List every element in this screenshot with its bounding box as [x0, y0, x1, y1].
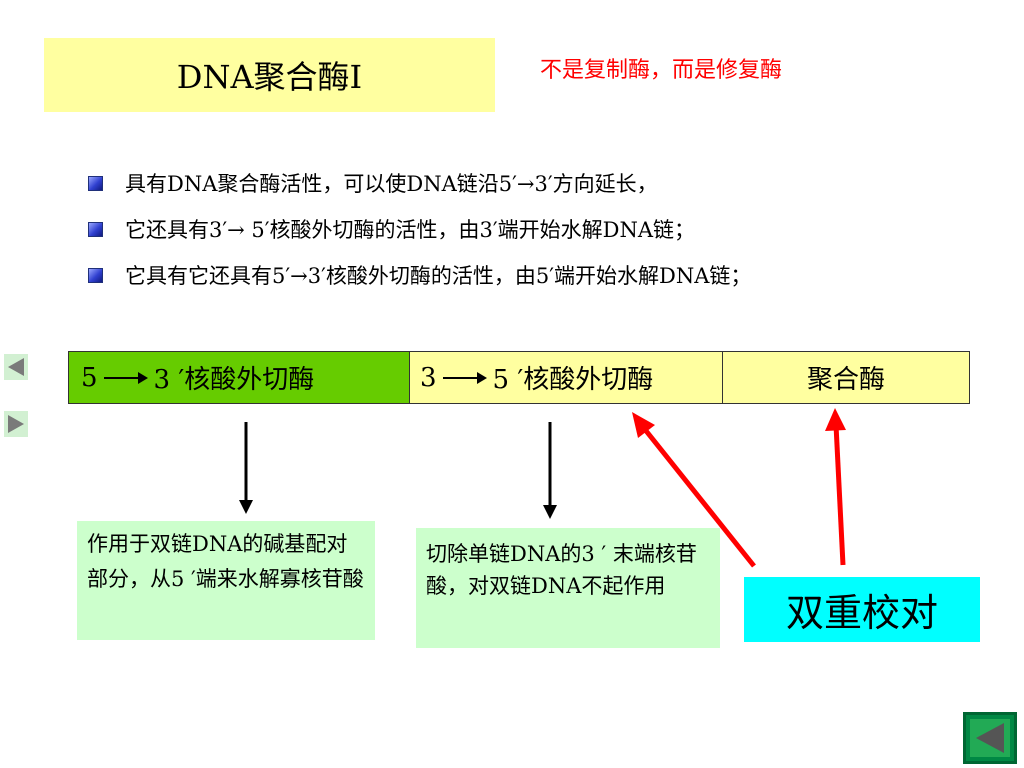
red-pointer-arrow-icon [632, 412, 756, 568]
slide-title-box: DNA聚合酶Ⅰ [44, 38, 495, 112]
domain-exo-5-3-to: 3 ′核酸外切酶 [153, 365, 315, 395]
domain-exo-3-5: 3 5 ′核酸外切酶 [410, 352, 723, 403]
domain-polymerase-label: 聚合酶 [806, 365, 885, 395]
domain-exo-3-5-from: 3 [420, 362, 437, 393]
proofreading-box: 双重校对 [744, 577, 980, 642]
down-arrow-icon [543, 422, 557, 519]
right-arrow-icon [442, 365, 487, 391]
previous-slide-button[interactable] [4, 354, 28, 380]
triangle-right-icon [8, 415, 24, 433]
domain-exo-3-5-to: 5 ′核酸外切酶 [492, 365, 654, 395]
bullet-text: 它还具有3′→ 5′核酸外切酶的活性，由3′端开始水解DNA链； [125, 218, 696, 242]
bullet-square-icon [88, 221, 103, 237]
return-icon [970, 719, 1010, 757]
triangle-left-icon [8, 358, 24, 376]
return-button[interactable] [963, 712, 1017, 764]
exo-3-5-description: 切除单链DNA的3 ′ 末端核苷酸，对双链DNA不起作用 [416, 528, 720, 648]
domain-exo-5-3-from: 5 [81, 362, 98, 393]
domain-polymerase: 聚合酶 [723, 352, 969, 403]
down-arrow-icon [239, 422, 253, 514]
bullet-text: 具有DNA聚合酶活性，可以使DNA链沿5′→3′方向延长， [125, 172, 658, 196]
bullet-list: 具有DNA聚合酶活性，可以使DNA链沿5′→3′方向延长， 它还具有3′→ 5′… [88, 160, 1008, 298]
bullet-item: 它具有它还具有5′→3′核酸外切酶的活性，由5′端开始水解DNA链； [88, 252, 1008, 298]
slide-note: 不是复制酶，而是修复酶 [540, 58, 783, 83]
slide-title: DNA聚合酶Ⅰ [176, 58, 363, 96]
next-slide-button[interactable] [4, 411, 28, 437]
exo-5-3-description: 作用于双链DNA的碱基配对部分，从5 ′端来水解寡核苷酸 [77, 521, 375, 640]
red-pointer-arrow-icon [825, 408, 846, 566]
bullet-square-icon [88, 267, 103, 283]
bullet-text: 它具有它还具有5′→3′核酸外切酶的活性，由5′端开始水解DNA链； [125, 264, 752, 288]
domain-exo-5-3: 5 3 ′核酸外切酶 [69, 352, 410, 403]
proofreading-label: 双重校对 [785, 591, 938, 635]
bullet-item: 它还具有3′→ 5′核酸外切酶的活性，由3′端开始水解DNA链； [88, 206, 1008, 252]
right-arrow-icon [103, 365, 148, 391]
bullet-square-icon [88, 175, 103, 191]
enzyme-domain-bar: 5 3 ′核酸外切酶 3 5 ′核酸外切酶 聚合酶 [68, 351, 970, 404]
bullet-item: 具有DNA聚合酶活性，可以使DNA链沿5′→3′方向延长， [88, 160, 1008, 206]
